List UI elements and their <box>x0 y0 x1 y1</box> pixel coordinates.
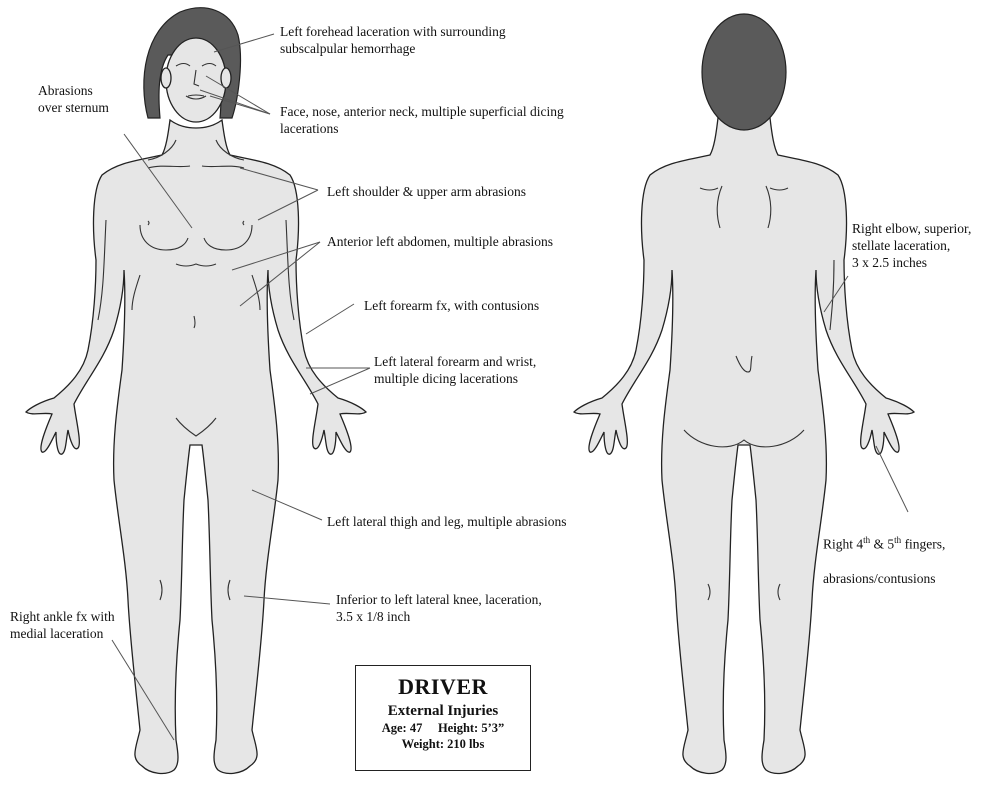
fingers-text-b: & 5 <box>870 537 894 552</box>
label-elbow: Right elbow, superior, stellate lacerati… <box>852 220 971 271</box>
label-face: Face, nose, anterior neck, multiple supe… <box>280 103 564 137</box>
label-abdomen: Anterior left abdomen, multiple abrasion… <box>327 233 553 250</box>
weight-row: Weight: 210 lbs <box>356 737 530 752</box>
front-ear-left <box>221 68 231 88</box>
back-body <box>574 118 914 773</box>
age-value: 47 <box>410 721 423 735</box>
leader-forearm-fx <box>306 304 354 334</box>
front-ear-right <box>161 68 171 88</box>
driver-title: DRIVER <box>356 674 530 700</box>
label-knee: Inferior to left lateral knee, laceratio… <box>336 591 542 625</box>
height-value: 5’3” <box>481 721 504 735</box>
leader-fingers <box>876 446 908 512</box>
fingers-text-c: fingers, <box>901 537 945 552</box>
weight-value: 210 lbs <box>447 737 484 751</box>
front-body <box>26 120 366 773</box>
label-thigh: Left lateral thigh and leg, multiple abr… <box>327 513 567 530</box>
label-forearm-wrist: Left lateral forearm and wrist, multiple… <box>374 353 536 387</box>
label-forehead: Left forehead laceration with surroundin… <box>280 23 506 57</box>
driver-info-box: DRIVER External Injuries Age: 47 Height:… <box>355 665 531 771</box>
label-sternum: Abrasions over sternum <box>38 82 109 116</box>
fingers-text-a: Right 4 <box>823 537 863 552</box>
fingers-text-line2: abrasions/contusions <box>823 571 936 586</box>
height-label: Height: <box>438 721 478 735</box>
external-injuries-subtitle: External Injuries <box>356 703 530 720</box>
label-fingers: Right 4th & 5th fingers, abrasions/contu… <box>823 515 945 587</box>
age-height-row: Age: 47 Height: 5’3” <box>356 721 530 736</box>
label-ankle: Right ankle fx with medial laceration <box>10 608 115 642</box>
back-figure <box>574 14 914 773</box>
weight-label: Weight: <box>402 737 444 751</box>
label-forearm-fx: Left forearm fx, with contusions <box>364 297 539 314</box>
age-label: Age: <box>382 721 407 735</box>
back-hair <box>702 14 786 130</box>
label-shoulder: Left shoulder & upper arm abrasions <box>327 183 526 200</box>
